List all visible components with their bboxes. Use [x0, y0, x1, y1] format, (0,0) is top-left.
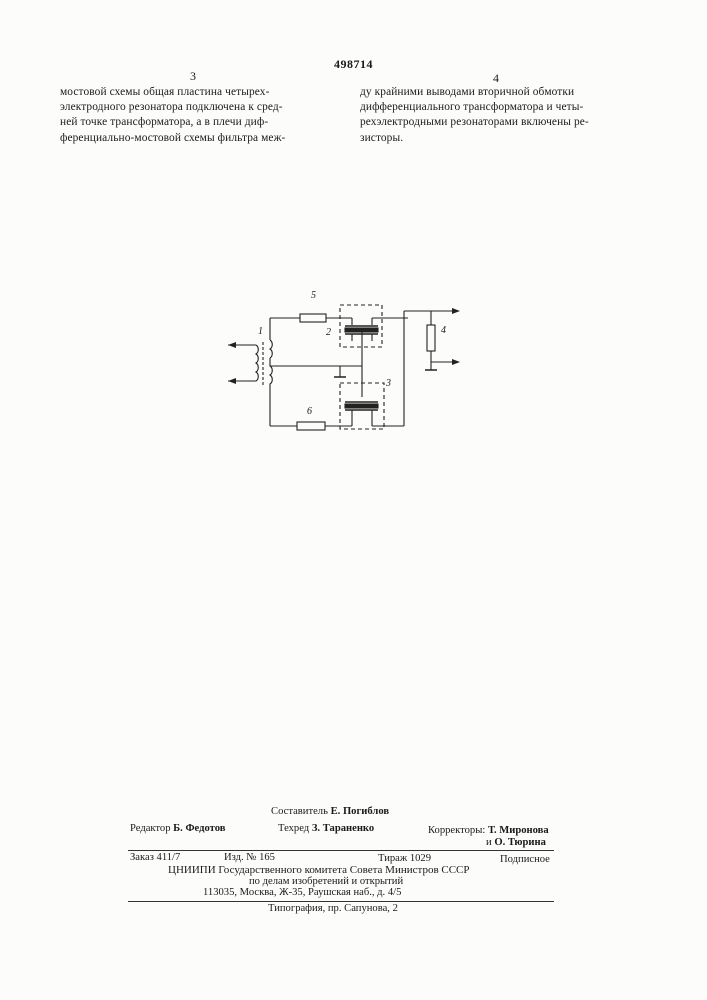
corrector-1: Т. Миронова [488, 825, 549, 836]
circulation: Тираж 1029 [378, 853, 431, 864]
subscription: Подписное [500, 854, 550, 865]
org-line-3: 113035, Москва, Ж-35, Раушская наб., д. … [203, 887, 401, 898]
corrector-2: О. Тюрина [494, 837, 546, 848]
resistor-6 [297, 422, 325, 430]
imprint-corrector-2: и О. Тюрина [486, 837, 546, 848]
primary-winding [252, 345, 258, 381]
label-transformer: 1 [258, 326, 263, 337]
resistor-4 [427, 325, 435, 351]
edition-number: Изд. № 165 [224, 852, 275, 863]
printing-house: Типография, пр. Сапунова, 2 [268, 903, 398, 914]
editor-label: Редактор [130, 823, 171, 834]
label-resistor-4: 4 [441, 325, 446, 336]
compiler-label: Составитель [271, 806, 328, 817]
input-arrow-bottom [228, 378, 252, 384]
label-resistor-5: 5 [311, 290, 316, 301]
techred-name: З. Тараненко [312, 823, 374, 834]
compiler-name: Е. Погиблов [331, 806, 390, 817]
imprint-techred: Техред З. Тараненко [278, 823, 374, 834]
org-line-2: по делам изобретений и открытий [249, 876, 403, 887]
imprint-rule-top [128, 850, 554, 851]
techred-label: Техред [278, 823, 309, 834]
order-number: Заказ 411/7 [130, 852, 180, 863]
imprint-correctors: Корректоры: Т. Миронова [428, 825, 549, 836]
label-resonator-2: 2 [326, 327, 331, 338]
secondary-winding [270, 318, 272, 426]
editor-name: Б. Федотов [173, 823, 225, 834]
org-line-1: ЦНИИПИ Государственного комитета Совета … [168, 864, 470, 876]
label-resistor-6: 6 [307, 406, 312, 417]
resistor-5 [300, 314, 326, 322]
corrector-2-prefix: и [486, 837, 492, 848]
imprint-editor: Редактор Б. Федотов [130, 823, 225, 834]
imprint-rule-bottom [128, 901, 554, 902]
label-resonator-3: 3 [386, 378, 391, 389]
imprint-compiler: Составитель Е. Погиблов [271, 806, 389, 817]
correctors-label: Корректоры: [428, 825, 485, 836]
input-arrow-top [228, 342, 252, 348]
